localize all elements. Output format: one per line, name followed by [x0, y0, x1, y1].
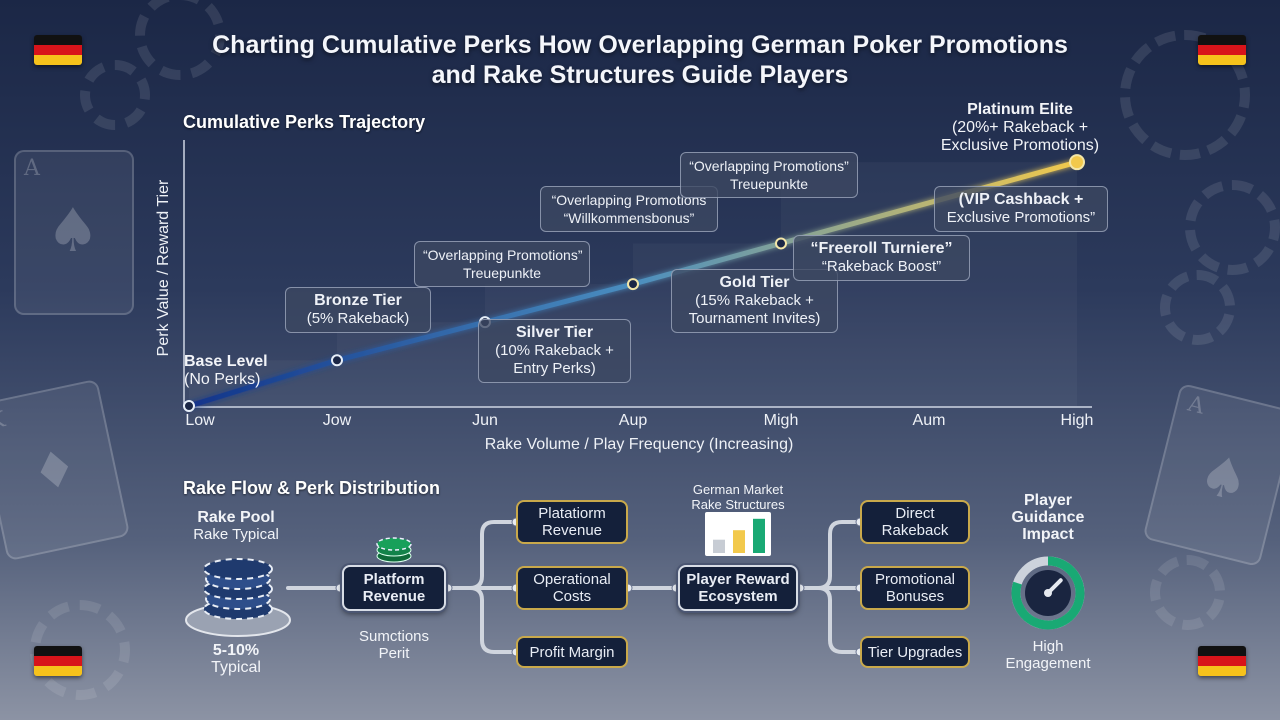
platform-revenue-node: Platform Revenue — [342, 565, 446, 611]
player-reward-ecosystem-node: Player Reward Ecosystem — [678, 565, 798, 611]
poker-chip-decoration — [1185, 180, 1280, 275]
german-flag-icon — [34, 35, 82, 65]
player-guidance-label: Player Guidance Impact — [1011, 492, 1085, 543]
tier-upgrades-branch: Tier Upgrades — [860, 636, 970, 668]
poker-chip-decoration — [1160, 270, 1235, 345]
ace-of-spades-card-decoration: A ♠ — [14, 150, 134, 315]
page-title: Charting Cumulative Perks How Overlappin… — [212, 31, 1068, 89]
sumctions-label: Sumctions Perit — [358, 628, 430, 662]
rake-percent-label: 5-10% Typical — [211, 642, 261, 676]
king-card-decoration: K ♦ — [0, 378, 131, 562]
data-point — [1069, 154, 1085, 171]
x-tick-label: Jow — [322, 412, 352, 429]
x-tick-label: Migh — [763, 412, 799, 429]
green-chip-icon — [376, 537, 412, 563]
profit-margin-branch: Profit Margin — [516, 636, 628, 668]
x-tick-label: Jun — [472, 412, 498, 429]
x-axis-label: Rake Volume / Play Frequency (Increasing… — [484, 436, 794, 453]
engagement-label: High Engagement — [1005, 638, 1091, 672]
silver-tier-callout: Silver Tier (10% Rakeback + Entry Perks) — [478, 319, 631, 383]
base-level-label: Base Level (No Perks) — [184, 353, 268, 388]
gold-tier-callout: Gold Tier (15% Rakeback + Tournament Inv… — [671, 269, 838, 333]
mini-bar — [753, 518, 765, 553]
mini-bar-chart-icon — [705, 512, 771, 556]
promotion-callout-treuepunkte: “Overlapping Promotions” Treuepunkte — [414, 241, 590, 287]
german-flag-icon — [1198, 646, 1246, 676]
chip-stack-icon — [185, 558, 291, 637]
freeroll-callout: “Freeroll Turniere” “Rakeback Boost” — [793, 235, 970, 281]
poker-chip-decoration — [80, 60, 150, 130]
german-market-label: German Market Rake Structures — [691, 482, 785, 512]
poker-chip-decoration — [1120, 30, 1250, 160]
direct-rakeback-branch: Direct Rakeback — [860, 500, 970, 544]
operational-costs-branch: Operational Costs — [516, 566, 628, 610]
german-flag-icon — [34, 646, 82, 676]
promotional-bonuses-branch: Promotional Bonuses — [860, 566, 970, 610]
german-flag-icon — [1198, 35, 1246, 65]
chip — [203, 558, 273, 580]
flow-section-title: Rake Flow & Perk Distribution — [183, 478, 441, 498]
poker-chip-decoration — [1150, 555, 1225, 630]
platform-revenue-branch: Platatiorm Revenue — [516, 500, 628, 544]
mini-bar — [733, 530, 745, 553]
x-tick-label: Low — [185, 412, 215, 429]
x-tick-label: High — [1060, 412, 1094, 429]
rake-pool-label: Rake Pool Rake Typical — [193, 509, 279, 543]
ace-card-decoration: A ♠ — [1142, 382, 1280, 568]
mini-bar — [713, 539, 725, 553]
tier-band — [337, 322, 485, 406]
data-point — [627, 278, 639, 291]
x-tick-label: Aup — [618, 412, 648, 429]
platinum-elite-label: Platinum Elite (20%+ Rakeback + Exclusiv… — [940, 101, 1100, 154]
engagement-gauge-icon — [1011, 556, 1085, 630]
chart-section-title: Cumulative Perks Trajectory — [183, 112, 426, 132]
data-point — [183, 400, 195, 412]
poker-chip-decoration — [135, 0, 225, 80]
vip-cashback-callout: (VIP Cashback + Exclusive Promotions” — [934, 186, 1108, 232]
data-point — [331, 354, 343, 367]
data-point — [775, 237, 787, 250]
x-tick-label: Aum — [912, 412, 946, 429]
bronze-tier-callout: Bronze Tier (5% Rakeback) — [285, 287, 431, 333]
y-axis-label: Perk Value / Reward Tier — [155, 179, 172, 357]
promotion-callout-treuepunkte-2: “Overlapping Promotions” Treuepunkte — [680, 152, 858, 198]
